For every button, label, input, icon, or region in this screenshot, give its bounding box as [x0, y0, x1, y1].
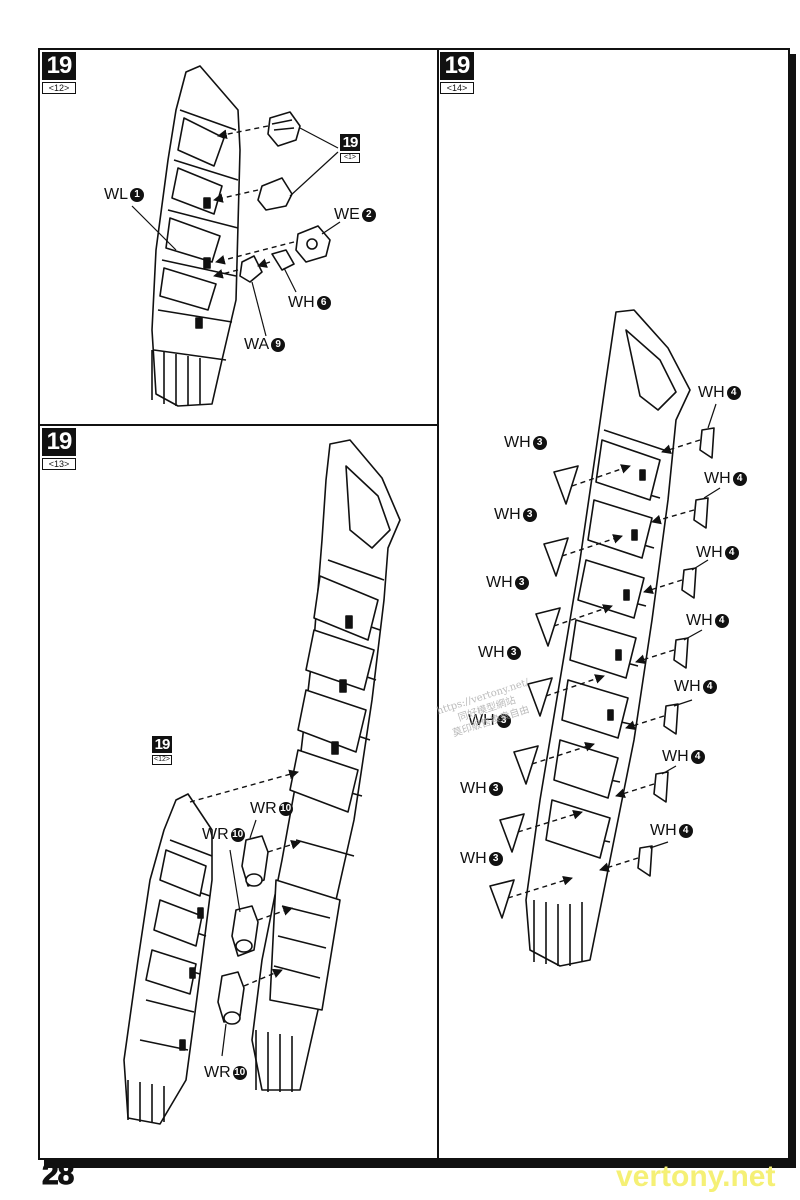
step-number: 19	[42, 52, 76, 80]
step-badge-right: 19 <14>	[440, 52, 474, 94]
ref-badge-top-left: 19 <1>	[340, 134, 360, 163]
step-badge-bottom-left: 19 <13>	[42, 428, 76, 470]
step-substep: <13>	[42, 458, 76, 470]
wing-part-wl-reference-drawing	[123, 793, 213, 1125]
ref-step-substep: <12>	[152, 755, 172, 765]
wing-assembled-drawing-right	[525, 309, 691, 967]
ref-step-substep: <1>	[340, 153, 360, 163]
ref-step-number: 19	[152, 736, 172, 753]
wing-part-wl-drawing	[151, 65, 241, 407]
wh4-plate-parts-drawing	[637, 427, 715, 877]
panel-divider-horizontal	[38, 424, 438, 426]
ref-step-number: 19	[340, 134, 360, 151]
step-number: 19	[42, 428, 76, 456]
step-substep: <14>	[440, 82, 474, 94]
ref-badge-bottom-left: 19 <12>	[152, 736, 172, 765]
site-watermark: vertony.net	[616, 1160, 776, 1193]
wh3-wedge-parts-drawing	[489, 465, 579, 919]
wr-parts-drawing	[217, 835, 269, 1025]
panel-divider-vertical	[437, 48, 439, 1160]
page-number: 28	[41, 1158, 74, 1192]
step-number: 19	[440, 52, 474, 80]
step-badge-top-left: 19 <12>	[42, 52, 76, 94]
step-substep: <12>	[42, 82, 76, 94]
small-parts-top	[239, 111, 331, 283]
main-wing-drawing-center	[251, 439, 401, 1092]
